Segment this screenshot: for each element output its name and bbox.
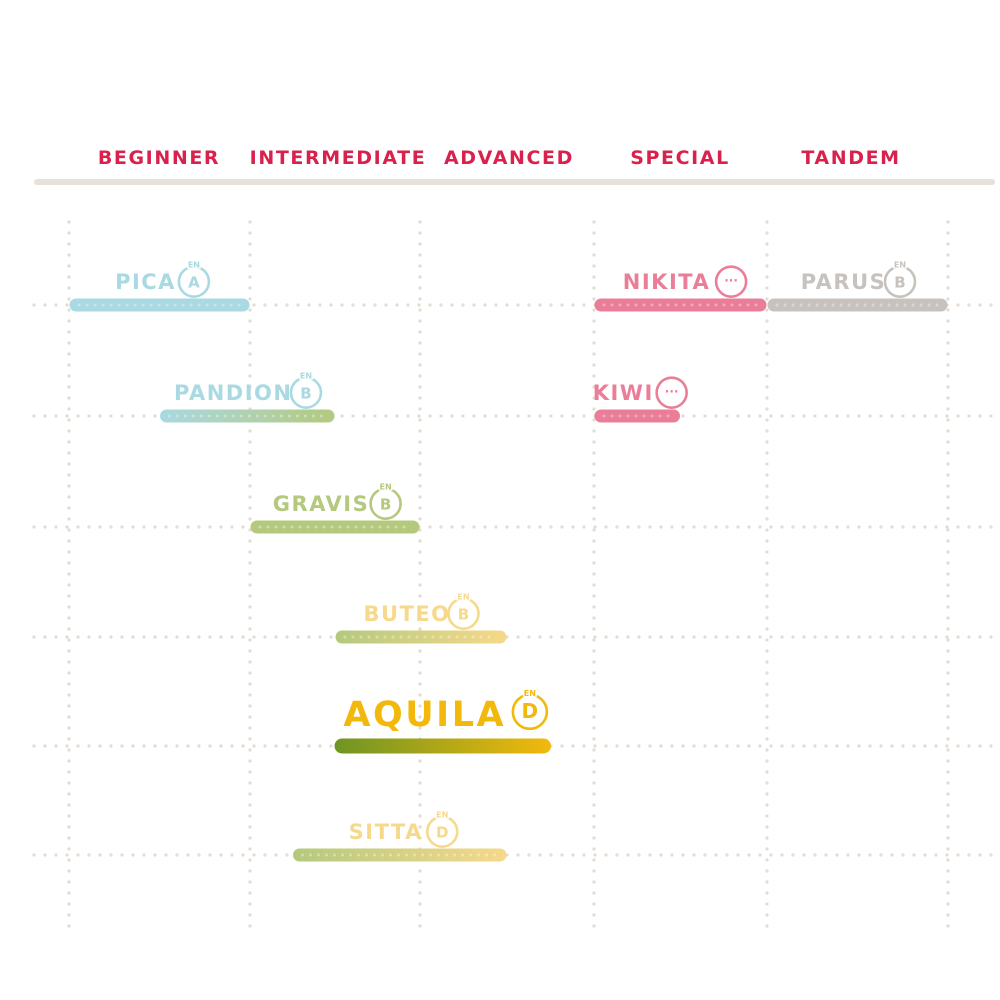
badge-letter: D [436,824,448,842]
product-name: PICA [115,270,176,294]
grid [32,179,998,937]
product-name: BUTEO [363,602,450,626]
level-badge-icon: B EN [289,370,323,409]
product-name: GRAVIS [273,492,369,516]
product-name: KIWI [593,381,654,405]
column-header: INTERMEDIATE [250,147,427,169]
level-badge-icon: D EN [425,809,459,848]
badge-letter: ··· [665,385,679,399]
product-label-nikita[interactable]: NIKITA ··· [623,265,748,298]
product-name: SITTA [349,820,423,844]
column-header: TANDEM [801,147,900,169]
badge-superscript: EN [457,593,469,602]
product-label-parus[interactable]: PARUS B EN [801,259,917,298]
product-name: PARUS [801,270,887,294]
level-badge-icon: ··· [655,376,688,409]
level-badge-icon: B EN [369,481,402,520]
column-header: BEGINNER [98,147,220,169]
product-label-buteo[interactable]: BUTEO B EN [363,591,480,630]
product-labels: PICA A EN NIKITA ··· PARUS B EN PANDION B EN KIWI ··… [115,259,917,848]
badge-letter: B [894,274,905,292]
level-badge-icon: DEN [511,687,549,731]
badge-superscript: EN [436,811,448,820]
badge-letter: A [188,274,200,292]
product-label-pica[interactable]: PICA A EN [115,259,211,298]
badge-superscript: EN [380,483,392,492]
product-label-sitta[interactable]: SITTA D EN [349,809,459,848]
level-badge-icon: B EN [883,259,917,298]
badge-superscript: EN [188,261,200,270]
column-headers: BEGINNER INTERMEDIATE ADVANCED SPECIAL TANDE… [98,147,900,169]
badge-superscript: EN [894,261,906,270]
badge-superscript: EN [300,372,312,381]
badge-letter: B [300,385,311,403]
product-name: AQUILA [343,695,506,735]
badge-superscript: EN [524,689,536,698]
product-bars [69,298,948,862]
level-badge-icon: ··· [714,265,748,298]
level-badge-icon: A EN [177,259,211,298]
badge-letter: D [522,699,539,723]
product-label-pandion[interactable]: PANDION B EN [174,370,323,409]
level-badge-icon: B EN [447,591,480,630]
product-label-gravis[interactable]: GRAVIS B EN [273,481,402,520]
badge-letter: ··· [724,274,738,288]
badge-letter: B [380,496,391,514]
product-label-kiwi[interactable]: KIWI ··· [593,376,688,409]
badge-letter: B [458,606,469,624]
product-name: PANDION [174,381,292,405]
column-header: ADVANCED [444,147,574,169]
product-name: NIKITA [623,270,710,294]
column-header: SPECIAL [630,147,730,169]
